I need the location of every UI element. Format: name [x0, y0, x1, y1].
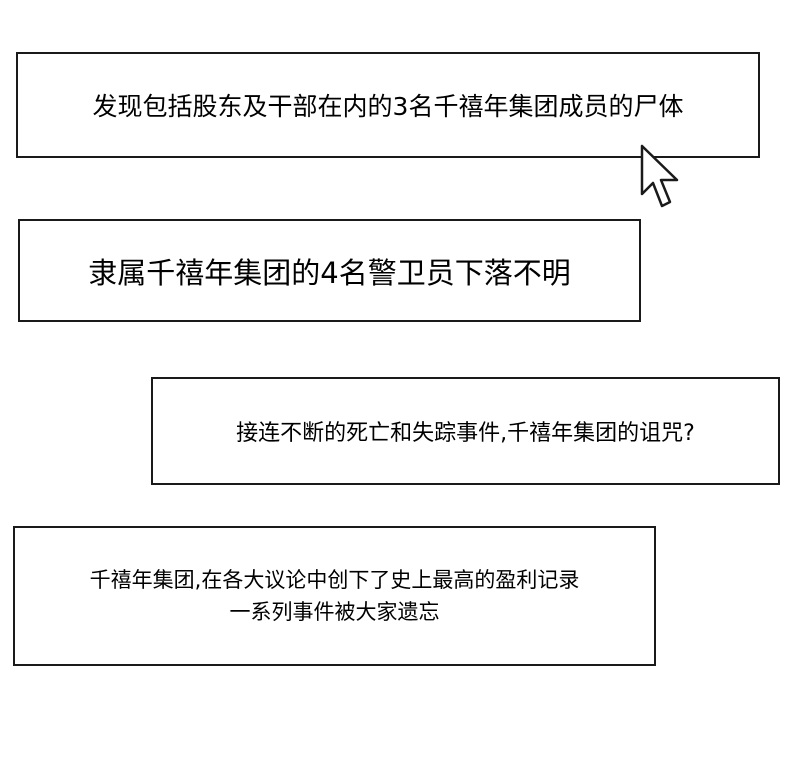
caption-text: 发现包括股东及干部在内的3名千禧年集团成员的尸体 [92, 92, 684, 121]
caption-text-line-2: 一系列事件被大家遗忘 [229, 600, 440, 624]
mouse-pointer-icon [640, 144, 679, 208]
caption-text: 接连不断的死亡和失踪事件,千禧年集团的诅咒? [236, 421, 695, 446]
caption-text: 隶属千禧年集团的4名警卫员下落不明 [88, 255, 571, 290]
caption-box-1: 发现包括股东及干部在内的3名千禧年集团成员的尸体 [16, 52, 760, 158]
caption-box-3: 接连不断的死亡和失踪事件,千禧年集团的诅咒? [151, 377, 780, 485]
caption-text-line-1: 千禧年集团,在各大议论中创下了史上最高的盈利记录 [89, 568, 580, 592]
caption-box-4: 千禧年集团,在各大议论中创下了史上最高的盈利记录 一系列事件被大家遗忘 [13, 526, 656, 666]
caption-box-2: 隶属千禧年集团的4名警卫员下落不明 [18, 219, 641, 322]
